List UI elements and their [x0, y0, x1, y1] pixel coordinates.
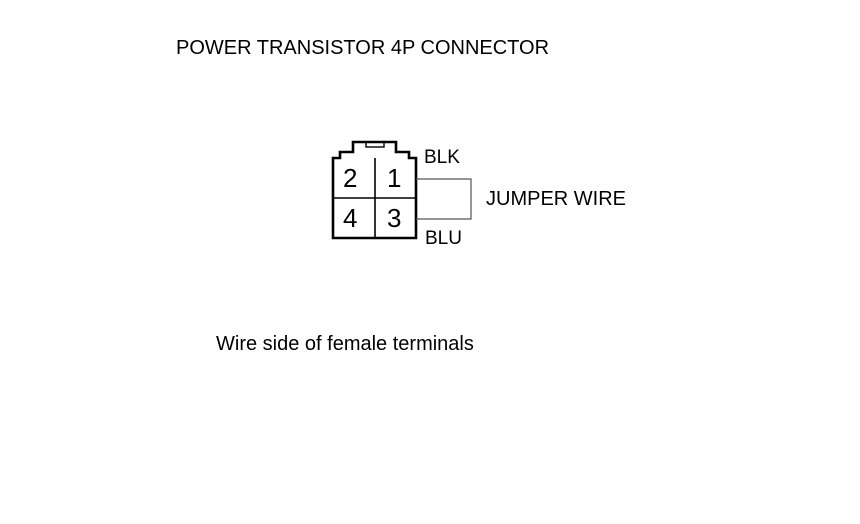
jumper-wire-label: JUMPER WIRE: [486, 188, 626, 210]
diagram-title: POWER TRANSISTOR 4P CONNECTOR: [176, 37, 550, 59]
diagram-caption: Wire side of female terminals: [216, 333, 474, 355]
jumper-wire: [416, 178, 472, 220]
lock-tab-slot: [365, 141, 385, 148]
wire-color-blu: BLU: [425, 228, 462, 249]
pin-1-label: 1: [387, 163, 401, 193]
connector-outline: [331, 140, 418, 240]
wire-color-blk: BLK: [424, 147, 460, 168]
pin-3-label: 3: [387, 203, 401, 233]
pin-2-label: 2: [343, 163, 357, 193]
pin-4-label: 4: [343, 203, 357, 233]
